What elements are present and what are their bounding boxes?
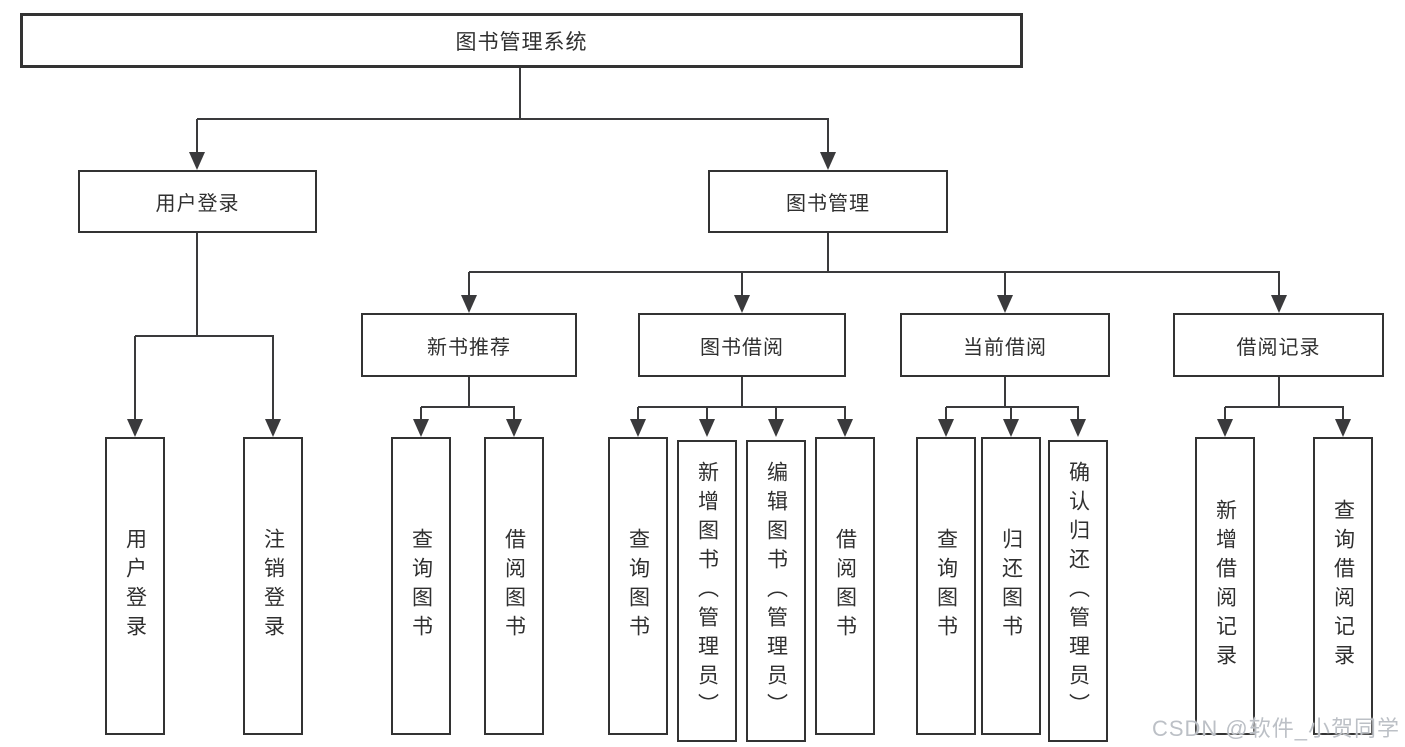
- arrow-to-leaf-add-borrow-record: [1217, 407, 1233, 437]
- node-label: 编辑图书（管理员）: [764, 460, 788, 722]
- node-label: 借阅记录: [1236, 336, 1321, 359]
- arrow-to-leaf-confirm-return-admin: [1070, 407, 1086, 437]
- node-leaf-return-books: 归还图书: [981, 437, 1041, 735]
- node-leaf-query-books-recommend: 查询图书: [391, 437, 451, 735]
- arrow-to-leaf-query-books-borrowing: [630, 407, 646, 437]
- node-leaf-query-borrow-record: 查询借阅记录: [1313, 437, 1373, 735]
- connector-borrowing-records-bus: [1225, 406, 1344, 408]
- connector-current-borrowing-stem: [1004, 377, 1006, 408]
- node-label: 新增图书（管理员）: [695, 460, 719, 722]
- connector-root-bus: [197, 118, 829, 120]
- node-label: 用户登录: [155, 193, 240, 215]
- connector-book-management-bus: [469, 271, 1280, 273]
- node-label: 查询借阅记录: [1331, 499, 1355, 673]
- connector-book-management-stem: [827, 233, 829, 273]
- node-leaf-borrow-books-borrowing: 借阅图书: [815, 437, 875, 735]
- node-leaf-add-books-admin: 新增图书（管理员）: [677, 440, 737, 742]
- node-label: 归还图书: [999, 528, 1023, 644]
- node-label: 借阅图书: [502, 528, 526, 644]
- node-label: 查询图书: [409, 528, 433, 644]
- connector-new-book-recommend-bus: [421, 406, 515, 408]
- connector-root-stem: [519, 68, 521, 119]
- node-label: 新增借阅记录: [1213, 499, 1237, 673]
- node-leaf-confirm-return-admin: 确认归还（管理员）: [1048, 440, 1108, 742]
- connector-user-login-stem: [196, 233, 198, 337]
- node-new-book-recommend: 新书推荐: [361, 313, 577, 377]
- arrow-to-user-login: [189, 119, 205, 170]
- node-borrowing-records: 借阅记录: [1173, 313, 1384, 377]
- node-label: 图书管理系统: [455, 30, 588, 54]
- arrow-to-book-management: [820, 119, 836, 170]
- node-label: 图书借阅: [700, 336, 784, 359]
- node-leaf-query-books-current: 查询图书: [916, 437, 976, 735]
- arrow-to-borrowing-records: [1271, 272, 1287, 313]
- connector-new-book-recommend-stem: [468, 377, 470, 408]
- connector-borrowing-records-stem: [1278, 377, 1280, 408]
- node-label: 当前借阅: [963, 336, 1047, 359]
- node-user-login: 用户登录: [78, 170, 317, 233]
- node-leaf-logout: 注销登录: [243, 437, 303, 735]
- connector-book-borrowing-stem: [741, 377, 743, 408]
- node-label: 注销登录: [261, 528, 285, 644]
- node-leaf-edit-books-admin: 编辑图书（管理员）: [746, 440, 806, 742]
- connector-user-login-bus: [135, 335, 274, 337]
- arrow-to-new-book-recommend: [461, 272, 477, 313]
- node-leaf-query-books-borrowing: 查询图书: [608, 437, 668, 735]
- arrow-to-leaf-add-books-admin: [699, 407, 715, 437]
- connector-book-borrowing-bus: [638, 406, 846, 408]
- csdn-watermark: CSDN @软件_小贺同学: [1151, 716, 1400, 741]
- node-label: 查询图书: [626, 528, 650, 644]
- arrow-to-leaf-borrow-books-borrowing: [837, 407, 853, 437]
- node-book-management: 图书管理: [708, 170, 948, 233]
- arrow-to-leaf-query-books-current: [938, 407, 954, 437]
- arrow-to-leaf-return-books: [1003, 407, 1019, 437]
- arrow-to-book-borrowing: [734, 272, 750, 313]
- arrow-to-leaf-logout: [265, 336, 281, 437]
- node-label: 图书管理: [786, 193, 870, 215]
- arrow-to-leaf-borrow-books-recommend: [506, 407, 522, 437]
- node-library-management-system: 图书管理系统: [20, 13, 1023, 68]
- arrow-to-leaf-query-borrow-record: [1335, 407, 1351, 437]
- arrow-to-leaf-user-login: [127, 336, 143, 437]
- node-book-borrowing: 图书借阅: [638, 313, 846, 377]
- node-current-borrowing: 当前借阅: [900, 313, 1110, 377]
- arrow-to-current-borrowing: [997, 272, 1013, 313]
- node-leaf-borrow-books-recommend: 借阅图书: [484, 437, 544, 735]
- node-label: 新书推荐: [427, 336, 511, 359]
- arrow-to-leaf-edit-books-admin: [768, 407, 784, 437]
- node-leaf-add-borrow-record: 新增借阅记录: [1195, 437, 1255, 735]
- node-label: 查询图书: [934, 528, 958, 644]
- node-label: 用户登录: [123, 528, 147, 644]
- node-leaf-user-login: 用户登录: [105, 437, 165, 735]
- arrow-to-leaf-query-books-recommend: [413, 407, 429, 437]
- connector-current-borrowing-bus: [946, 406, 1079, 408]
- node-label: 确认归还（管理员）: [1066, 460, 1090, 722]
- node-label: 借阅图书: [833, 528, 857, 644]
